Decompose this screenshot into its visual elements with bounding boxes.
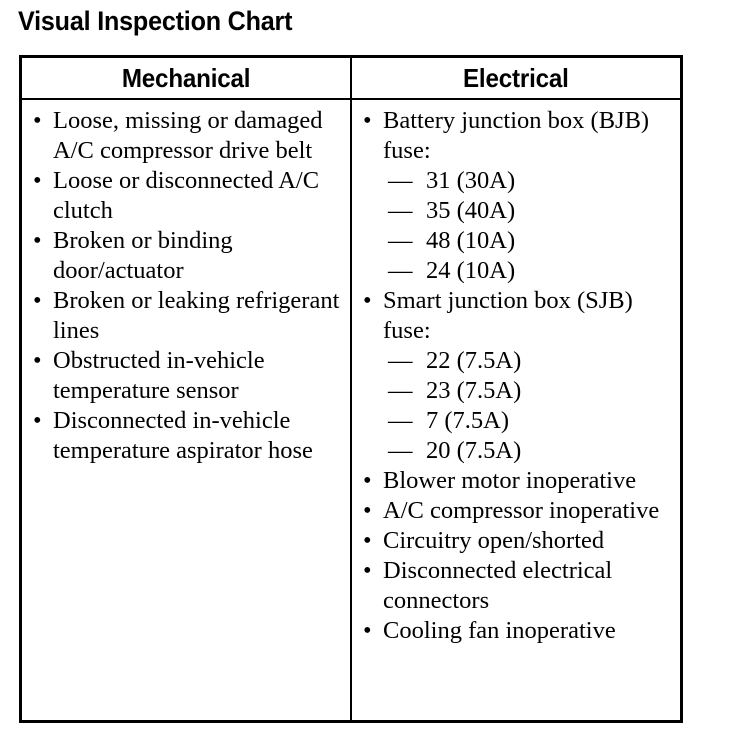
list-item-label: Broken or leaking refrigerant lines xyxy=(53,287,340,344)
list-item-label: A/C compressor inoperative xyxy=(383,497,660,524)
list-item-label: Smart junction box (SJB) fuse: xyxy=(383,287,633,344)
list-item: • Obstructed in-vehicle temperature senso… xyxy=(32,346,346,406)
column-header-electrical: Electrical xyxy=(352,58,680,98)
list-item: • Loose, missing or damaged A/C compresso… xyxy=(32,106,346,166)
sub-list-item-label: 35 (40A) xyxy=(426,197,516,224)
bullet-icon: • xyxy=(363,557,372,584)
sub-list-item: — 7 (7.5A) xyxy=(383,406,676,436)
column-header-mechanical-label: Mechanical xyxy=(121,63,251,93)
list-item-label: Broken or binding door/actuator xyxy=(53,227,233,284)
em-dash-icon: — xyxy=(388,347,413,374)
list-item: • Cooling fan inoperative xyxy=(362,616,676,646)
list-item: • Blower motor inoperative xyxy=(362,466,676,496)
list-item-label: Blower motor inoperative xyxy=(383,467,637,494)
list-item-label: Battery junction box (BJB) fuse: xyxy=(383,107,650,164)
list-item: • Battery junction box (BJB) fuse: — 31 (30… xyxy=(362,106,676,286)
em-dash-icon: — xyxy=(388,257,413,284)
sub-list-item-label: 20 (7.5A) xyxy=(426,437,522,464)
list-item-label: Disconnected electrical connectors xyxy=(383,557,613,614)
list-item: • Circuitry open/shorted xyxy=(362,526,676,556)
list-item: • Broken or binding door/actuator xyxy=(32,226,346,286)
em-dash-icon: — xyxy=(388,377,413,404)
page-title: Visual Inspection Chart xyxy=(18,6,293,36)
em-dash-icon: — xyxy=(388,407,413,434)
table-header-row: Mechanical Electrical xyxy=(22,58,680,100)
sub-list-item: — 22 (7.5A) xyxy=(383,346,676,376)
list-item: • Disconnected electrical connectors xyxy=(362,556,676,616)
list-item: • Disconnected in-vehicle temperature asp… xyxy=(32,406,346,466)
sub-list-item-label: 24 (10A) xyxy=(426,257,516,284)
bullet-icon: • xyxy=(33,287,42,314)
sub-list-item: — 20 (7.5A) xyxy=(383,436,676,466)
list-item: • Smart junction box (SJB) fuse: — 22 (7.5A… xyxy=(362,286,676,466)
list-item-label: Obstructed in-vehicle temperature sensor xyxy=(53,347,265,404)
bullet-icon: • xyxy=(363,467,372,494)
em-dash-icon: — xyxy=(388,437,413,464)
sub-list-item-label: 48 (10A) xyxy=(426,227,516,254)
bullet-icon: • xyxy=(33,167,42,194)
sub-list-item: — 48 (10A) xyxy=(383,226,676,256)
em-dash-icon: — xyxy=(388,167,413,194)
bullet-icon: • xyxy=(363,287,372,314)
sub-list-item: — 23 (7.5A) xyxy=(383,376,676,406)
bullet-icon: • xyxy=(33,227,42,254)
list-item-label: Circuitry open/shorted xyxy=(383,527,605,554)
list-item-label: Loose or disconnected A/C clutch xyxy=(53,167,320,224)
electrical-sublist: — 31 (30A) — 35 (40A) — 48 (10A) — 24 (10A) xyxy=(383,166,676,286)
bullet-icon: • xyxy=(33,347,42,374)
list-item: • Loose or disconnected A/C clutch xyxy=(32,166,346,226)
sub-list-item-label: 31 (30A) xyxy=(426,167,516,194)
bullet-icon: • xyxy=(363,527,372,554)
list-item-label: Loose, missing or damaged A/C compressor… xyxy=(53,107,323,164)
list-item: • Broken or leaking refrigerant lines xyxy=(32,286,346,346)
bullet-icon: • xyxy=(33,107,42,134)
column-body-electrical: • Battery junction box (BJB) fuse: — 31 (30… xyxy=(352,100,680,720)
column-header-electrical-label: Electrical xyxy=(463,63,569,93)
list-item-label: Cooling fan inoperative xyxy=(383,617,616,644)
sub-list-item-label: 23 (7.5A) xyxy=(426,377,522,404)
sub-list-item: — 24 (10A) xyxy=(383,256,676,286)
sub-list-item-label: 7 (7.5A) xyxy=(426,407,510,434)
electrical-item-list: • Battery junction box (BJB) fuse: — 31 (30… xyxy=(362,106,676,646)
bullet-icon: • xyxy=(33,407,42,434)
bullet-icon: • xyxy=(363,617,372,644)
bullet-icon: • xyxy=(363,497,372,524)
table-body-row: • Loose, missing or damaged A/C compresso… xyxy=(22,100,680,720)
list-item-label: Disconnected in-vehicle temperature aspi… xyxy=(53,407,313,464)
mechanical-item-list: • Loose, missing or damaged A/C compresso… xyxy=(32,106,346,466)
em-dash-icon: — xyxy=(388,197,413,224)
sub-list-item-label: 22 (7.5A) xyxy=(426,347,522,374)
list-item: • A/C compressor inoperative xyxy=(362,496,676,526)
inspection-table: Mechanical Electrical • Loose, missing or… xyxy=(19,55,683,723)
sub-list-item: — 31 (30A) xyxy=(383,166,676,196)
column-body-mechanical: • Loose, missing or damaged A/C compresso… xyxy=(22,100,352,720)
electrical-sublist: — 22 (7.5A) — 23 (7.5A) — 7 (7.5A) — 20 (7.5A) xyxy=(383,346,676,466)
bullet-icon: • xyxy=(363,107,372,134)
sub-list-item: — 35 (40A) xyxy=(383,196,676,226)
em-dash-icon: — xyxy=(388,227,413,254)
column-header-mechanical: Mechanical xyxy=(22,58,352,98)
